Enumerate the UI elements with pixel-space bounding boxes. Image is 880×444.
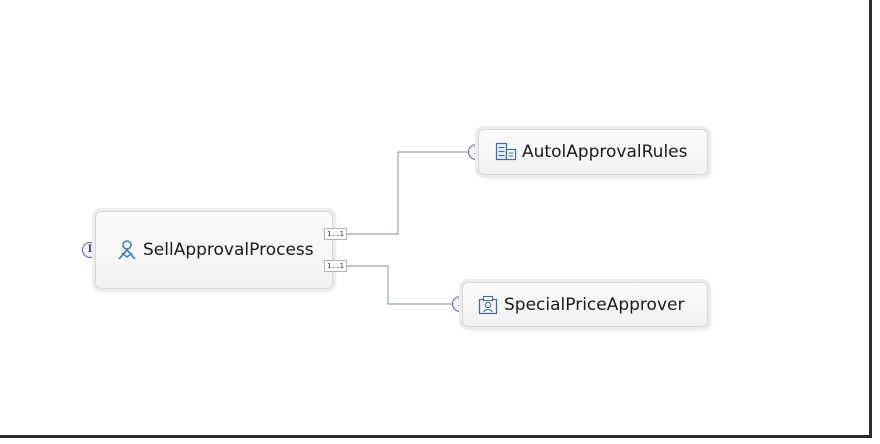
component-label: SpecialPriceApprover: [504, 294, 685, 315]
component-special-price-approver[interactable]: SpecialPriceApprover: [462, 282, 708, 327]
rules-icon: [495, 142, 517, 162]
wire-sell-to-auto[interactable]: [346, 151, 470, 235]
component-label: SellApprovalProcess: [143, 240, 314, 260]
human-task-icon: [477, 295, 499, 315]
component-autol-approval-rules[interactable]: AutolApprovalRules: [478, 129, 708, 175]
reference-multiplicity-special[interactable]: 1..1: [324, 260, 347, 272]
reference-multiplicity-auto[interactable]: 1..1: [324, 228, 347, 240]
wires-layer: [346, 151, 470, 305]
assembly-diagram-canvas: I SellApprovalProcess 1..1 1..1 I: [0, 0, 872, 438]
process-icon: [116, 239, 138, 261]
component-sell-approval-process[interactable]: SellApprovalProcess: [95, 211, 333, 289]
component-label: AutolApprovalRules: [522, 142, 688, 162]
wire-sell-to-special[interactable]: [346, 265, 454, 305]
